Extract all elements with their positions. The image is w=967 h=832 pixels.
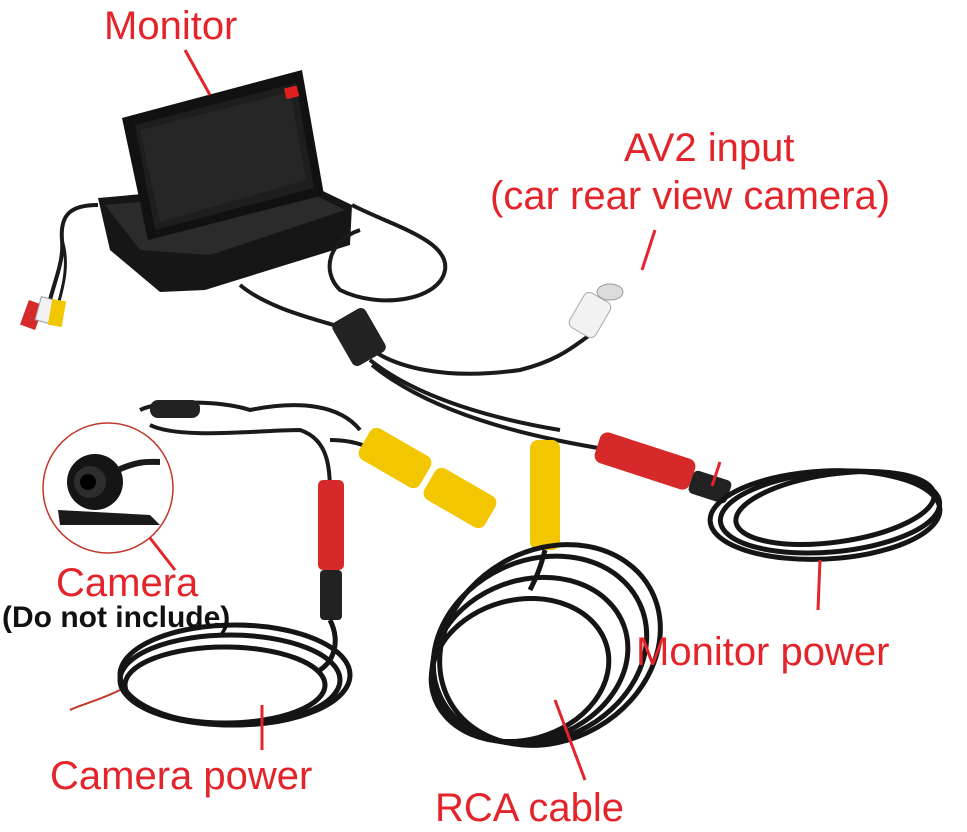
camera-note: (Do not include) (2, 601, 231, 634)
monitor-label: Monitor (104, 4, 238, 48)
yellow-rca-plugs (358, 427, 560, 550)
camera-label: Camera (56, 561, 199, 605)
av2-input-sublabel: (car rear view camera) (490, 174, 891, 218)
camera-power-label: Camera power (50, 754, 313, 798)
coil-monitor-power (707, 468, 943, 562)
monitor-power-label: Monitor power (636, 630, 890, 674)
coil-camera-power (69, 618, 353, 728)
splitter-block (332, 308, 386, 366)
monitor-device (20, 70, 352, 330)
monitor-power-plug (594, 432, 732, 504)
pointer-lines (148, 49, 822, 781)
coil-rca-cable (428, 542, 663, 748)
camera-device (42, 422, 174, 554)
rca-cable-label: RCA cable (435, 786, 624, 830)
av2-input-label: AV2 input (624, 126, 795, 170)
av2-socket (568, 283, 624, 339)
monitor-cables (238, 203, 611, 452)
camera-power-plug (318, 480, 344, 620)
